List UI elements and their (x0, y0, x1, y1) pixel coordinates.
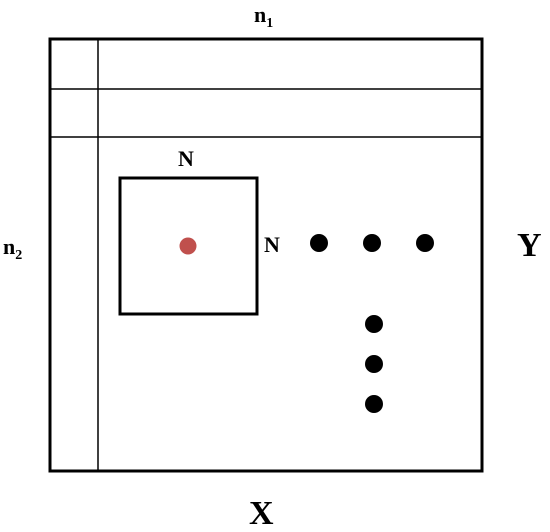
label-n2: n2 (3, 234, 22, 263)
label-y: Y (517, 227, 542, 264)
horizontal-dot-3 (416, 234, 434, 252)
vertical-dot-3 (365, 395, 383, 413)
horizontal-dot-2 (363, 234, 381, 252)
label-n1-sub: 1 (266, 16, 273, 31)
horizontal-dot-1 (310, 234, 328, 252)
vertical-dot-2 (365, 355, 383, 373)
vertical-dot-1 (365, 315, 383, 333)
label-n1: n1 (254, 2, 273, 31)
window-box (118, 176, 259, 316)
outer-frame (48, 37, 484, 473)
center-pixel-dot (179, 237, 197, 255)
label-window-right: N (264, 232, 280, 257)
label-n2-main: n (3, 234, 15, 259)
label-window-top: N (178, 146, 194, 171)
label-x: X (249, 495, 274, 532)
label-n1-main: n (254, 2, 266, 27)
label-n2-sub: 2 (15, 248, 22, 263)
